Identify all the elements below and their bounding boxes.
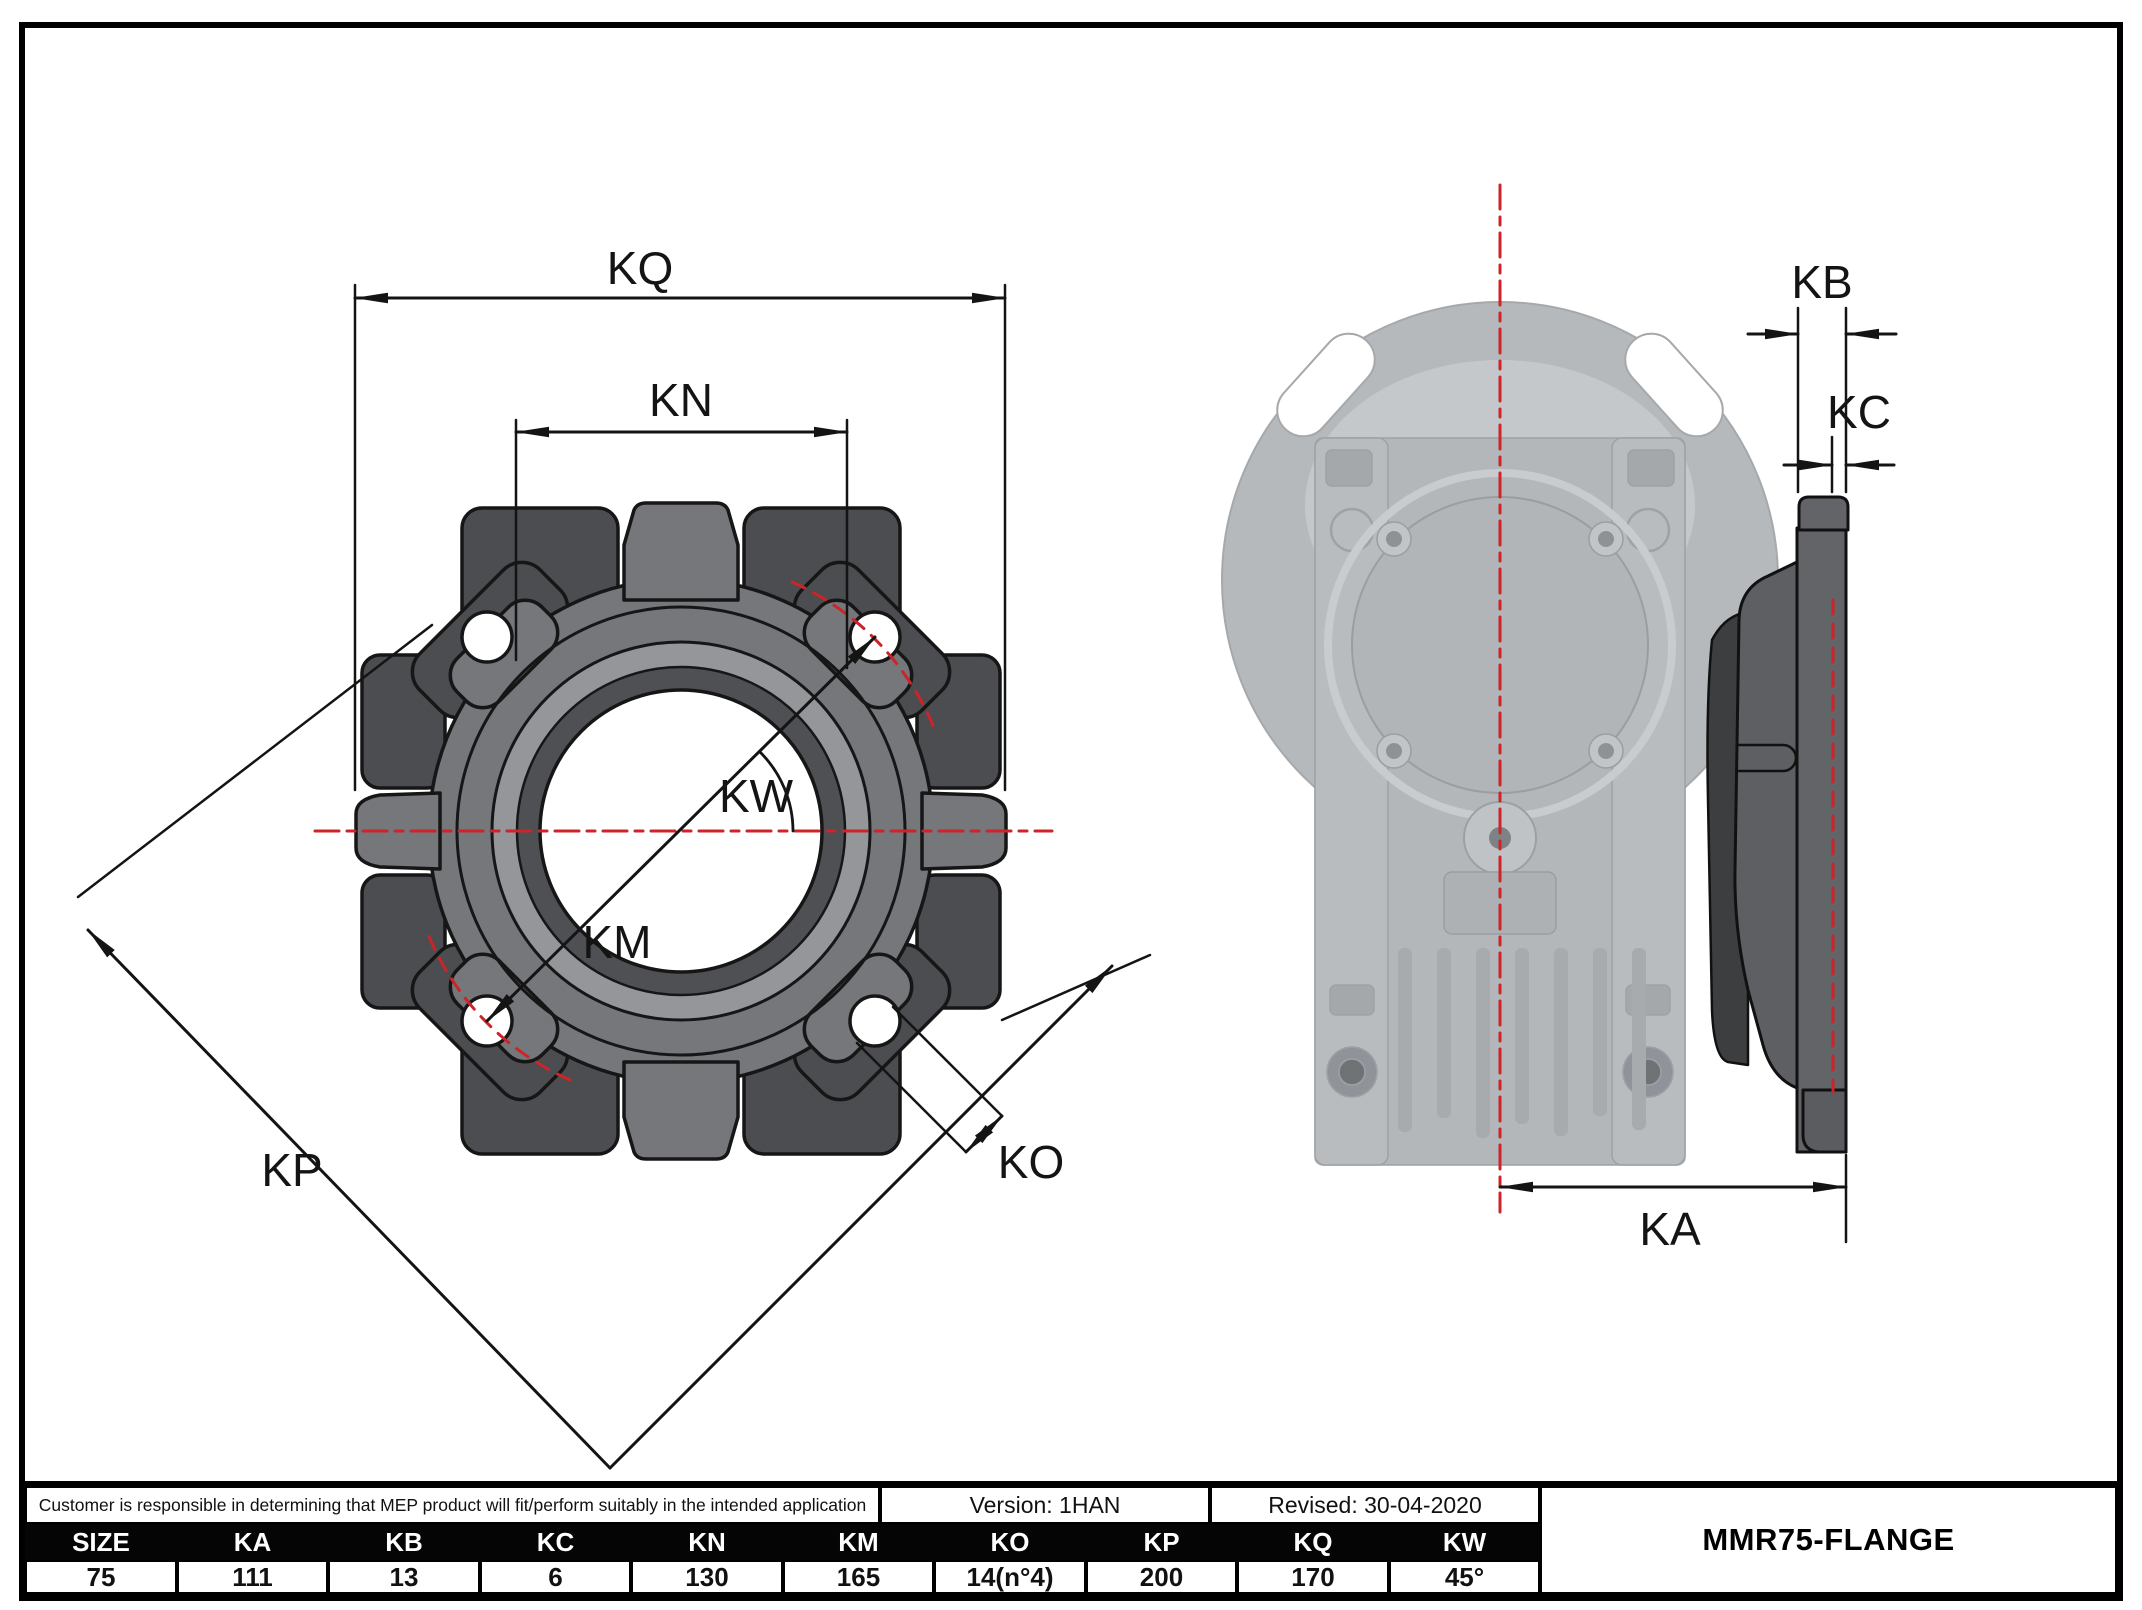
dim-header-kw: KW <box>1389 1524 1540 1560</box>
kp-label: KP <box>261 1144 322 1196</box>
ka-dimension <box>1498 1153 1848 1244</box>
ka-label: KA <box>1639 1203 1701 1255</box>
dim-header-kn: KN <box>631 1524 783 1560</box>
revised-cell: Revised: 30-04-2020 <box>1210 1486 1540 1524</box>
dim-header-kc: KC <box>480 1524 631 1560</box>
kc-dimension <box>1782 435 1896 494</box>
dim-header-size: SIZE <box>25 1524 177 1560</box>
dim-value-kb: 13 <box>328 1560 480 1594</box>
dim-header-ka: KA <box>177 1524 328 1560</box>
cooling-fins <box>1398 948 1646 1138</box>
dim-value-kc: 6 <box>480 1560 631 1594</box>
kn-dimension <box>514 418 849 670</box>
km-label: KM <box>583 916 652 968</box>
version-cell: Version: 1HAN <box>880 1486 1210 1524</box>
dim-header-km: KM <box>783 1524 934 1560</box>
front-view-flange: KQ KN KW KM KO KP <box>76 242 1152 1470</box>
dim-value-kn: 130 <box>631 1560 783 1594</box>
dim-header-kq: KQ <box>1237 1524 1389 1560</box>
dim-value-kw: 45° <box>1389 1560 1540 1594</box>
side-view-gearbox: KB KC KA <box>1221 183 1898 1255</box>
kb-label: KB <box>1791 256 1852 308</box>
dim-value-ko: 14(n°4) <box>934 1560 1086 1594</box>
kw-label: KW <box>719 770 794 822</box>
dim-header-kp: KP <box>1086 1524 1237 1560</box>
title-block: Customer is responsible in determining t… <box>20 1481 2122 1599</box>
km-kw-annotation <box>485 635 877 1023</box>
part-name: MMR75-FLANGE <box>1540 1486 2117 1594</box>
kc-label: KC <box>1827 386 1891 438</box>
disclaimer-text: Customer is responsible in determining t… <box>25 1486 880 1524</box>
rim-notch-left <box>1276 332 1376 438</box>
dim-value-kp: 200 <box>1086 1560 1237 1594</box>
output-boss <box>1324 469 1676 935</box>
kq-label: KQ <box>607 242 673 294</box>
ko-label: KO <box>998 1136 1064 1188</box>
dim-value-km: 165 <box>783 1560 934 1594</box>
rim-notch-right <box>1624 332 1724 438</box>
dim-header-kb: KB <box>328 1524 480 1560</box>
dim-value-ka: 111 <box>177 1560 328 1594</box>
dim-value-size: 75 <box>25 1560 177 1594</box>
flange-side-profile <box>1706 495 1850 1154</box>
kp-dimension <box>76 623 1152 1470</box>
ko-dimension <box>855 1005 1004 1154</box>
kq-dimension <box>353 283 1007 792</box>
kn-label: KN <box>649 374 713 426</box>
dim-header-ko: KO <box>934 1524 1086 1560</box>
dim-value-kq: 170 <box>1237 1560 1389 1594</box>
